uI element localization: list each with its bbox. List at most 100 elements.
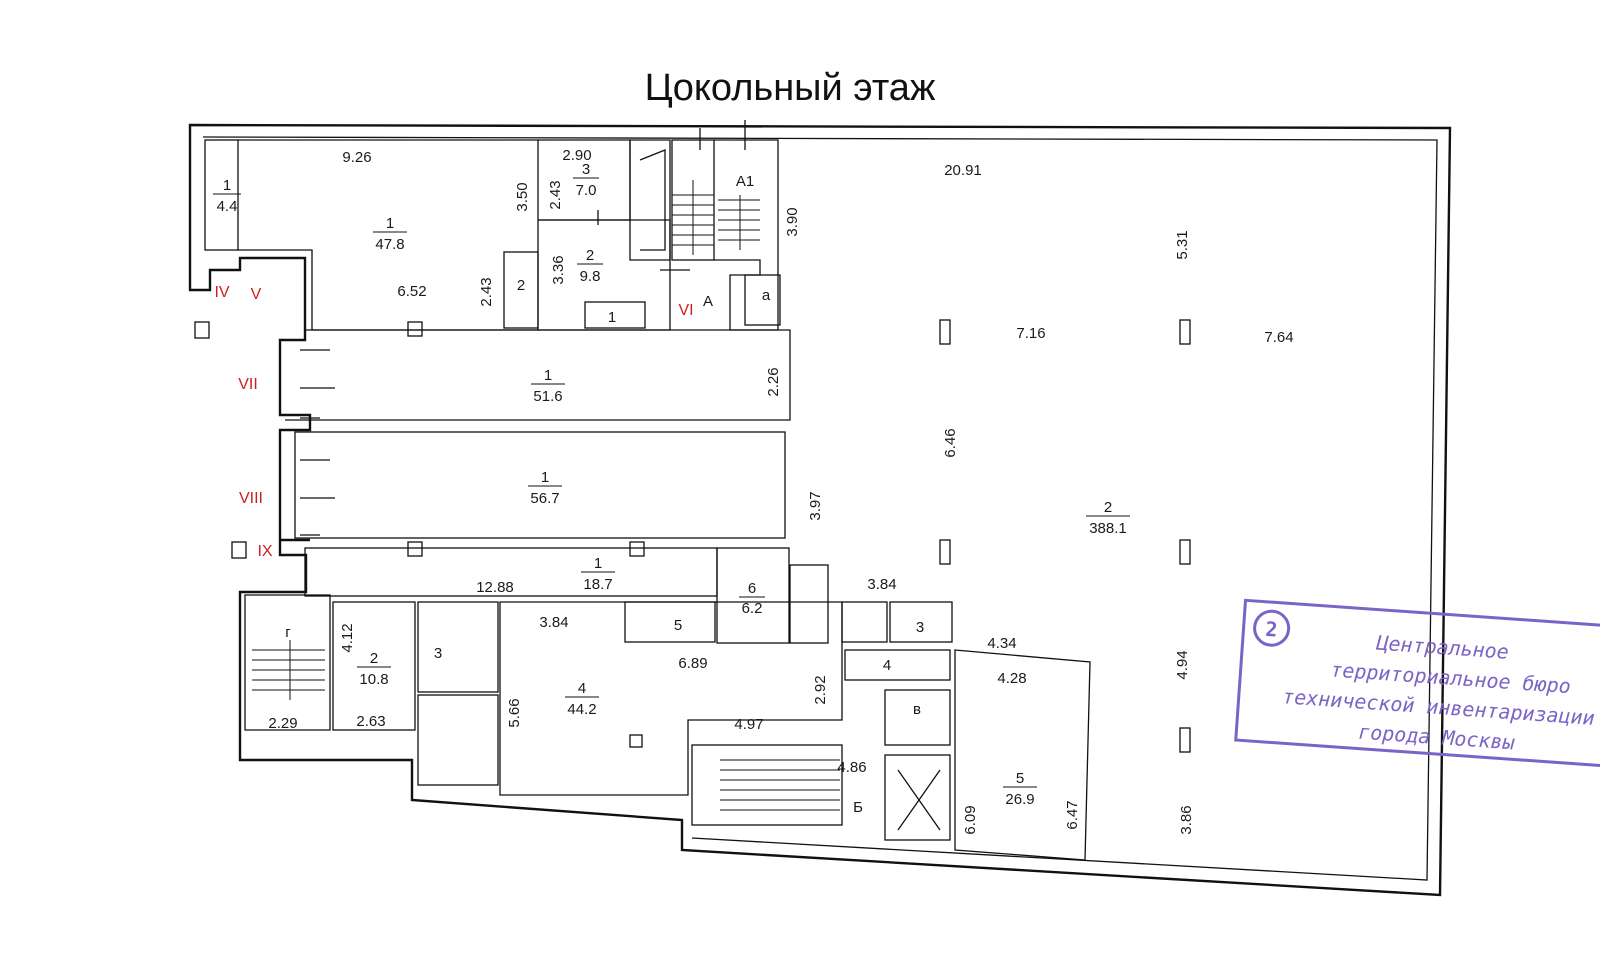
- elevator-outline: [884, 754, 951, 841]
- dimension: 3.97: [807, 491, 824, 520]
- dimension: 9.26: [342, 149, 371, 166]
- svg-text:4: 4: [578, 680, 586, 697]
- room-outline: [629, 139, 671, 261]
- dimension: 4.12: [339, 623, 356, 652]
- room-outline: [417, 601, 499, 693]
- svg-text:6.2: 6.2: [742, 600, 763, 617]
- svg-text:7.0: 7.0: [576, 182, 597, 199]
- svg-text:56.7: 56.7: [530, 490, 559, 507]
- stair-outline: [691, 744, 843, 826]
- svg-text:5: 5: [674, 617, 682, 634]
- svg-text:9.8: 9.8: [580, 268, 601, 285]
- room-label: 526.9: [1003, 770, 1037, 808]
- dimension: 12.88: [476, 579, 514, 596]
- room-label: 4: [883, 657, 891, 674]
- roman-label: VI: [678, 302, 693, 319]
- svg-text:1: 1: [594, 555, 602, 572]
- dimension: 3.84: [867, 576, 896, 593]
- svg-text:26.9: 26.9: [1005, 791, 1034, 808]
- room-outline: [624, 601, 716, 643]
- room-outline: [714, 139, 779, 331]
- dimension: 2.43: [547, 180, 564, 209]
- room-outline: [503, 251, 539, 329]
- room-label: 66.2: [739, 580, 765, 617]
- room-outline: [584, 301, 646, 329]
- svg-text:1: 1: [608, 309, 616, 326]
- dimension: 3.86: [1178, 805, 1195, 834]
- dimension: 3.36: [550, 255, 567, 284]
- svg-text:3: 3: [434, 645, 442, 662]
- roman-label: VIII: [239, 490, 263, 507]
- stamp-number-circle: [1253, 609, 1291, 647]
- letter-label: А1: [736, 173, 754, 190]
- dimension: 2.29: [268, 715, 297, 732]
- dimension: 2.43: [478, 277, 495, 306]
- elevator-icon: [897, 769, 941, 831]
- dimension: 7.64: [1264, 329, 1293, 346]
- svg-text:2: 2: [517, 277, 525, 294]
- dimension: 2.92: [812, 675, 829, 704]
- dimensions: 9.26 2.90 2.43 3.50 6.52 2.43 3.36 3.90 …: [268, 147, 1293, 835]
- svg-text:2: 2: [586, 247, 594, 264]
- room-outline: [841, 601, 888, 643]
- dimension: 6.47: [1064, 800, 1081, 829]
- dimension: 3.84: [539, 614, 568, 631]
- dimension: 5.66: [506, 698, 523, 727]
- dimension: 3.90: [784, 207, 801, 236]
- room-outline: [844, 649, 951, 681]
- svg-text:47.8: 47.8: [375, 236, 404, 253]
- room-label: 147.8: [373, 215, 407, 253]
- letter-label: г: [285, 624, 291, 641]
- svg-text:1: 1: [223, 177, 231, 194]
- room-outline: [789, 564, 829, 644]
- roman-label: IX: [257, 543, 272, 560]
- svg-text:44.2: 44.2: [567, 701, 596, 718]
- room-outline: [716, 547, 790, 644]
- stair-treads: [672, 180, 714, 255]
- room-label: 156.7: [528, 469, 562, 507]
- roman-labels: IV V VI VII VIII IX: [214, 284, 693, 560]
- room-outline: [417, 694, 499, 786]
- letter-label: в: [913, 701, 921, 718]
- stair-treads: [720, 759, 840, 811]
- columns: [194, 319, 1191, 753]
- room-label: 118.7: [581, 555, 615, 593]
- svg-text:1: 1: [386, 215, 394, 232]
- inner-wall-line: [202, 136, 1438, 881]
- stair-treads: [718, 195, 760, 250]
- dimension: 3.50: [514, 182, 531, 211]
- svg-text:10.8: 10.8: [359, 671, 388, 688]
- svg-text:1: 1: [544, 367, 552, 384]
- dimension: 6.46: [942, 428, 959, 457]
- room-label: 2: [517, 277, 525, 294]
- dimension: 2.90: [562, 147, 591, 164]
- roman-label: IV: [214, 284, 229, 301]
- roman-label: V: [251, 286, 262, 303]
- dimension: 5.31: [1174, 230, 1191, 259]
- room-outline: [884, 689, 951, 746]
- letter-label: а: [762, 287, 771, 304]
- room-outline: [332, 601, 416, 731]
- dimension: 2.26: [765, 367, 782, 396]
- plan-title: Цокольный этаж: [645, 67, 936, 109]
- dimension: 4.28: [997, 670, 1026, 687]
- stamp: 2 Центральное территориальное бюро техни…: [1234, 598, 1600, 768]
- dimension: 6.89: [678, 655, 707, 672]
- roman-label: VII: [238, 376, 258, 393]
- door-marks: [300, 120, 746, 536]
- room-label: 5: [674, 617, 682, 634]
- dimension: 4.34: [987, 635, 1016, 652]
- letter-labels: А1 А а г Б в: [285, 173, 921, 816]
- svg-text:2: 2: [1104, 499, 1112, 516]
- dimension: 2.63: [356, 713, 385, 730]
- outer-wall: [188, 123, 1452, 897]
- room-label: 29.8: [577, 247, 603, 285]
- room-label: 210.8: [357, 650, 391, 688]
- room-labels: 14.4 147.8 37.0 29.8 2 1 151.6 156.7 118…: [213, 161, 1130, 808]
- stamp-number: 2: [1265, 617, 1279, 642]
- dimension: 4.94: [1174, 650, 1191, 679]
- svg-text:4.4: 4.4: [217, 198, 238, 215]
- room-outline: [294, 431, 786, 539]
- room-label: 151.6: [531, 367, 565, 405]
